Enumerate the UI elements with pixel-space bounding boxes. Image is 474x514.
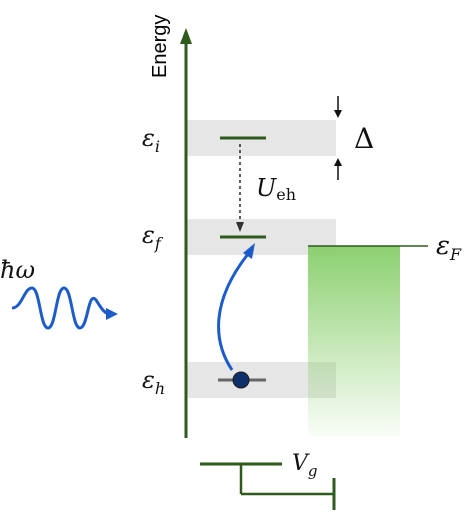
- coulomb-energy-label: Ueh: [256, 174, 296, 204]
- photon-wave: [11, 286, 111, 330]
- energy-axis-arrowhead: [180, 28, 192, 44]
- electron-dot: [232, 371, 250, 389]
- epsilon-f-label: εf: [142, 221, 164, 253]
- photon-energy-label: ħω: [0, 256, 35, 284]
- delta-label: Δ: [354, 122, 374, 155]
- gate-voltage-label: Vg: [292, 451, 318, 480]
- fermi-sea-lead: [308, 246, 400, 436]
- coulomb-arrowhead: [236, 222, 244, 232]
- delta-arrowhead-down: [334, 110, 342, 118]
- epsilon-h-label: εh: [142, 366, 165, 398]
- delta-arrowhead-up: [334, 158, 342, 166]
- excitation-arrowhead: [243, 243, 255, 259]
- epsilon-i-label: εi: [142, 124, 160, 156]
- excitation-arrow: [217, 253, 250, 371]
- energy-axis-label: Energy: [149, 15, 171, 78]
- epsilon-fermi-label: εF: [436, 231, 462, 264]
- photon-arrowhead: [106, 308, 118, 320]
